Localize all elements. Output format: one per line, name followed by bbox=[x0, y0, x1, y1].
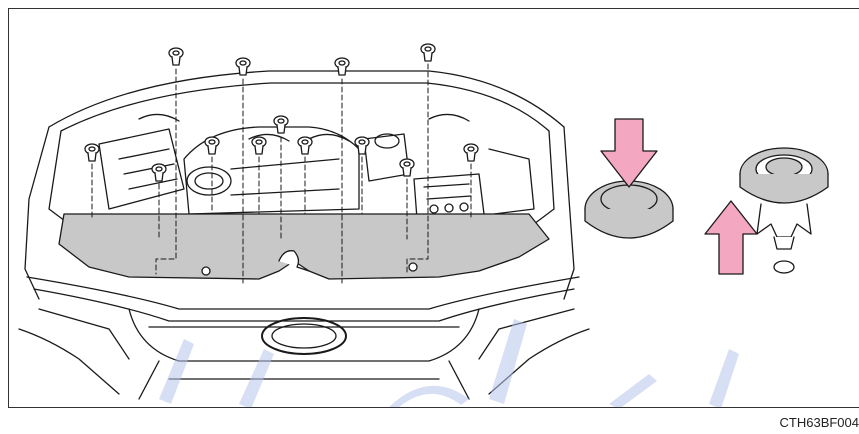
illustration-frame bbox=[8, 8, 859, 408]
clip-icon bbox=[169, 48, 183, 65]
clip-icon bbox=[400, 159, 414, 176]
clip-icons bbox=[85, 44, 478, 181]
clip-icon bbox=[274, 116, 288, 133]
push-down-arrow-icon bbox=[601, 119, 657, 187]
vehicle-front-illustration bbox=[19, 71, 589, 399]
clip-icon bbox=[464, 144, 478, 161]
clip-icon bbox=[355, 137, 369, 154]
clip-icon bbox=[252, 137, 266, 154]
clip-icon bbox=[85, 144, 99, 161]
figure-code: CTH63BF004 bbox=[780, 415, 859, 430]
clip-pull-detail bbox=[705, 148, 828, 274]
clip-push-detail bbox=[585, 119, 673, 238]
clip-icon bbox=[298, 137, 312, 154]
pull-up-arrow-icon bbox=[705, 201, 757, 274]
clip-icon bbox=[421, 44, 435, 61]
engine-cover-clip-diagram bbox=[9, 9, 859, 408]
clip-icon bbox=[205, 137, 219, 154]
clip-icon bbox=[335, 58, 349, 75]
clip-icon bbox=[152, 164, 166, 181]
